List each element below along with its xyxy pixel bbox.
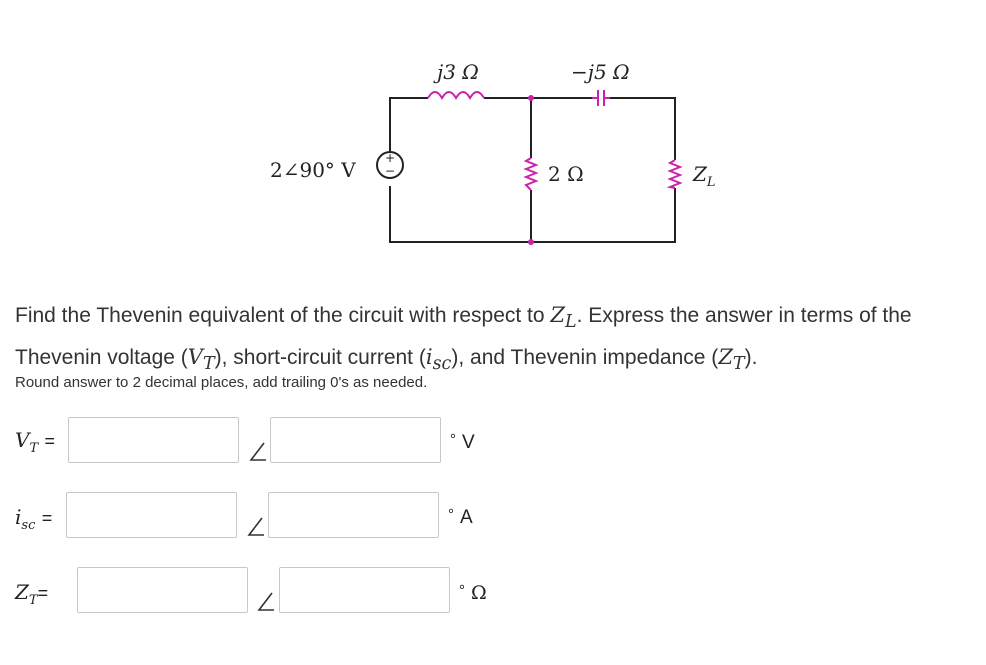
angle-icon <box>249 442 266 461</box>
isc-angle-input[interactable] <box>268 492 439 538</box>
vt-symbol: VT <box>187 345 215 375</box>
load-impedance-symbol <box>666 159 683 189</box>
rounding-instruction: Round answer to 2 decimal places, add tr… <box>15 374 428 391</box>
node-dot-top <box>528 95 534 101</box>
vt-label: VT = <box>15 428 55 456</box>
resistor-symbol <box>523 157 539 191</box>
inductor-label: j3 Ω <box>433 60 479 84</box>
zt-angle-input[interactable] <box>279 567 450 613</box>
isc-magnitude-input[interactable] <box>66 492 237 538</box>
zt-magnitude-input[interactable] <box>77 567 248 613</box>
voltage-source-symbol: + − <box>376 151 404 179</box>
zt-unit: °Ω <box>459 582 487 604</box>
inductor-symbol <box>427 91 485 100</box>
svg-text:−: − <box>385 164 395 178</box>
circuit-wires <box>389 97 676 243</box>
question-text: Find the Thevenin equivalent of the circ… <box>15 303 912 375</box>
capacitor-symbol <box>592 90 610 106</box>
angle-icon <box>247 517 264 536</box>
vt-magnitude-input[interactable] <box>68 417 239 463</box>
zt-label: ZT= <box>15 580 49 608</box>
circuit-diagram: + − j3 Ω −j5 Ω 2∠90° V 2 Ω ZL <box>270 60 716 245</box>
isc-unit: °A <box>448 506 473 528</box>
isc-symbol: isc <box>425 345 452 375</box>
angle-icon <box>257 592 274 611</box>
resistor-label: 2 Ω <box>548 162 584 186</box>
node-dot-bottom <box>528 239 534 245</box>
zl-symbol: ZL <box>550 303 577 333</box>
capacitor-label: −j5 Ω <box>571 60 630 84</box>
load-label: ZL <box>692 162 716 190</box>
source-label: 2∠90° V <box>270 158 356 182</box>
isc-label: isc = <box>15 505 53 533</box>
zt-symbol: ZT <box>718 345 745 375</box>
svg-text:+: + <box>385 151 395 165</box>
vt-unit: °V <box>450 431 475 453</box>
vt-angle-input[interactable] <box>270 417 441 463</box>
